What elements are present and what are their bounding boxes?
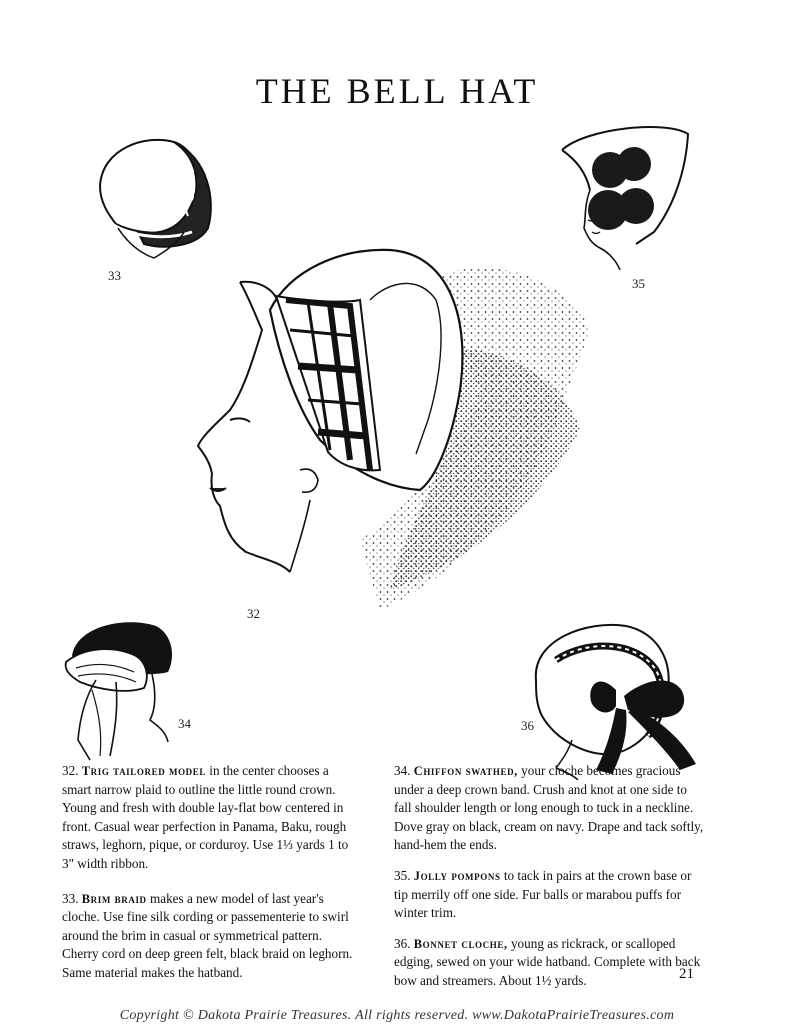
paragraph-number: 35. bbox=[394, 867, 411, 883]
paragraph-body: to tack in pairs at the crown base or ti… bbox=[394, 867, 692, 921]
paragraph-lead: Jolly pompons bbox=[413, 868, 501, 883]
figure-number-34: 34 bbox=[178, 716, 191, 731]
paragraph-body: makes a new model of last year's cloche.… bbox=[62, 890, 353, 980]
paragraph-lead: Bonnet cloche, bbox=[413, 936, 508, 951]
hat-illustration-36 bbox=[534, 624, 696, 780]
right-column: 34. Chiffon swathed, your cloche becomes… bbox=[394, 762, 706, 1003]
paragraph-lead: Chiffon swathed, bbox=[413, 764, 518, 778]
hat-illustration-33 bbox=[98, 138, 212, 259]
paragraph-lead: Brim braid bbox=[81, 891, 147, 906]
paragraph-number: 32. bbox=[62, 763, 79, 778]
paragraph-number: 33. bbox=[62, 890, 79, 906]
paragraph-body: in the center chooses a smart narrow pla… bbox=[62, 763, 349, 871]
hat-illustration-35 bbox=[561, 126, 690, 270]
paragraph-35: 35. Jolly pompons to tack in pairs at th… bbox=[394, 867, 706, 923]
figure-number-33: 33 bbox=[108, 268, 121, 283]
hat-illustration-32 bbox=[196, 248, 590, 610]
paragraph-33: 33. Brim braid makes a new model of last… bbox=[62, 890, 354, 983]
paragraph-36: 36. Bonnet cloche, young as rickrack, or… bbox=[394, 935, 706, 991]
paragraph-number: 34. bbox=[394, 763, 411, 778]
paragraph-32: 32. Trig tailored model in the center ch… bbox=[62, 762, 354, 874]
copyright-footer: Copyright © Dakota Prairie Treasures. Al… bbox=[119, 1008, 675, 1023]
paragraph-body: your cloche becomes gracious under a dee… bbox=[394, 763, 704, 853]
paragraph-lead: Trig tailored model bbox=[81, 764, 206, 778]
left-column: 32. Trig tailored model in the center ch… bbox=[62, 762, 354, 995]
hat-illustration-34 bbox=[64, 622, 172, 761]
figure-number-32: 32 bbox=[247, 606, 260, 621]
paragraph-number: 36. bbox=[394, 935, 411, 951]
paragraph-body: young as rickrack, or scalloped edging, … bbox=[394, 935, 701, 988]
paragraph-34: 34. Chiffon swathed, your cloche becomes… bbox=[394, 762, 706, 855]
figure-number-35: 35 bbox=[632, 276, 645, 291]
page-title: THE BELL HAT bbox=[255, 71, 539, 111]
page-number: 21 bbox=[679, 966, 694, 982]
figure-number-36: 36 bbox=[521, 718, 534, 733]
